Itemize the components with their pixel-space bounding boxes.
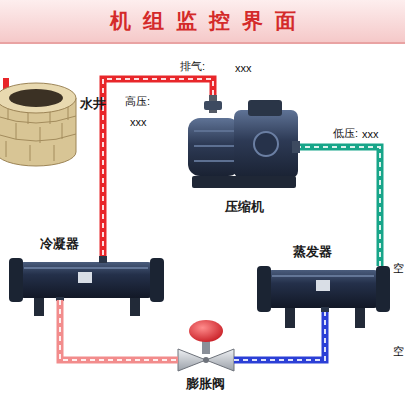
pipe-body — [234, 312, 325, 360]
valve-body — [206, 349, 234, 371]
evaporator-head — [257, 266, 271, 312]
valve-center — [203, 357, 209, 363]
component-name: 冷凝器 — [40, 236, 79, 251]
compressor-body — [234, 110, 298, 178]
component-name: 压缩机 — [225, 199, 264, 214]
reading-label: xxx — [130, 116, 147, 129]
title-bar: 机组监控界面 — [0, 0, 405, 44]
condenser-illustration — [9, 256, 164, 316]
evaporator-shell — [268, 270, 378, 308]
condenser-head — [9, 258, 23, 302]
valve-body — [178, 349, 206, 371]
pipe-body — [103, 79, 213, 256]
motor-body — [188, 118, 240, 176]
refrigerant-pipe — [234, 312, 325, 360]
refrigerant-pipe — [103, 79, 213, 256]
name-plate — [78, 272, 92, 283]
reading-label: 排气: — [180, 60, 205, 73]
component-name: 水井 — [80, 96, 106, 111]
pipe-flow — [60, 300, 178, 360]
reading-label: xxx — [235, 62, 252, 75]
reading-label: 空 — [393, 345, 404, 358]
component-node: 水井 — [0, 78, 78, 168]
compressor-base — [192, 176, 296, 188]
component-name: 膨胀阀 — [186, 376, 225, 391]
terminal-box — [248, 100, 282, 116]
valve-stem — [202, 340, 210, 354]
component-node: 冷凝器 — [8, 256, 166, 300]
suction-stub — [292, 141, 300, 153]
pipe-body — [60, 300, 178, 360]
reading-label: 高压: — [125, 95, 150, 108]
condenser-leg — [34, 298, 44, 316]
valve-illustration — [178, 320, 234, 371]
condenser-shell — [20, 262, 152, 298]
condenser-head — [150, 258, 164, 302]
evaporator-head — [376, 266, 390, 312]
motor-ribs — [194, 131, 234, 161]
component-node: 压缩机 — [185, 95, 300, 195]
well-stones — [0, 116, 76, 141]
condenser-leg — [130, 298, 140, 316]
reading-label: 空 — [393, 262, 404, 275]
shell-highlight — [272, 275, 374, 277]
reading-label: xxx — [362, 128, 379, 141]
name-plate — [316, 280, 330, 291]
evaporator-leg — [355, 308, 365, 328]
component-node: 蒸发器 — [255, 266, 390, 312]
well-rim — [0, 83, 76, 113]
refrigerant-pipe — [60, 300, 178, 360]
compressor-illustration — [188, 95, 300, 188]
shell-highlight — [24, 267, 148, 269]
discharge-valve — [204, 101, 222, 110]
evaporator-nozzle — [321, 307, 329, 312]
component-name: 蒸发器 — [293, 244, 332, 259]
pipe-flow — [234, 312, 325, 360]
well-illustration — [0, 78, 76, 166]
title-text: 机组监控界面 — [0, 0, 405, 42]
suction-flange — [254, 132, 278, 156]
well-hole — [9, 89, 63, 107]
component-node: 膨胀阀 — [178, 318, 234, 373]
pipe-flow — [103, 79, 213, 256]
reading-label: 低压: — [333, 127, 358, 140]
condenser-nozzle — [99, 256, 107, 263]
evaporator-leg — [285, 308, 295, 328]
valve-actuator — [189, 320, 223, 342]
